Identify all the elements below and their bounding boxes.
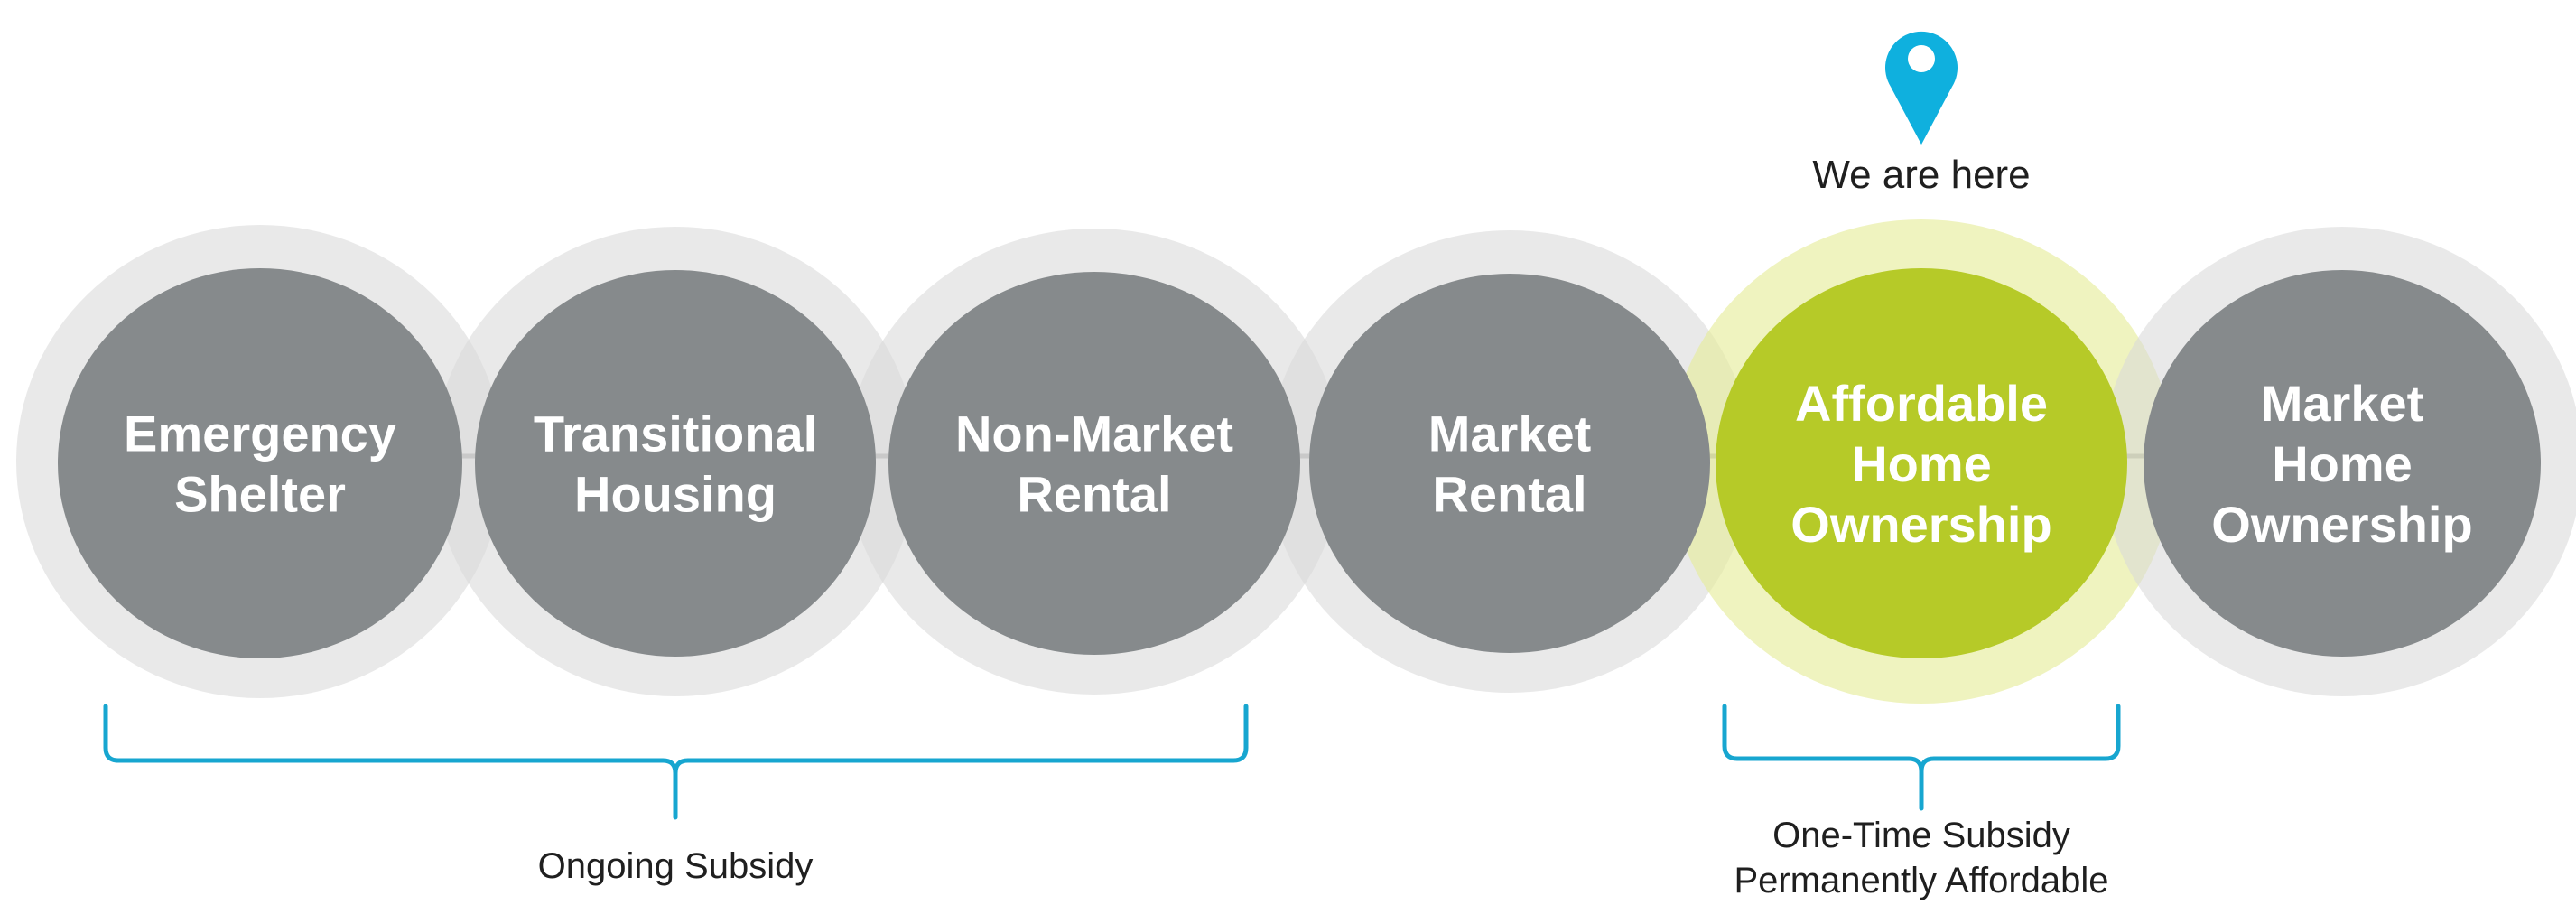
stage-circle-affordable-home-ownership <box>1716 268 2127 658</box>
bracket-label-line: Permanently Affordable <box>1734 861 2108 900</box>
stage-label-line: Transitional <box>534 406 817 462</box>
stage-label-line: Market <box>1428 406 1592 462</box>
stage-circle-market-rental <box>1309 274 1710 653</box>
bracket-label-line: One-Time Subsidy <box>1772 816 2070 855</box>
stage-label-line: Affordable <box>1795 375 2048 432</box>
pin-hole <box>1908 45 1935 72</box>
stage-label-line: Shelter <box>174 466 346 523</box>
bracket-label-ongoing: Ongoing Subsidy <box>538 846 814 886</box>
stage-label-line: Ownership <box>2211 496 2472 553</box>
location-pin-icon <box>1885 31 1958 145</box>
bracket-one-time <box>1722 704 2121 811</box>
bracket-ongoing <box>103 704 1249 820</box>
we-are-here-label: We are here <box>1812 153 2030 197</box>
stage-circle-transitional-housing <box>475 270 876 657</box>
pin-body <box>1885 31 1958 145</box>
stage-label-line: Market <box>2261 375 2424 432</box>
stage-label-line: Non-Market <box>955 406 1233 462</box>
stage-label-line: Home <box>1851 435 1992 492</box>
stage-circles <box>58 268 2541 658</box>
bracket-label-line: Ongoing Subsidy <box>538 846 814 886</box>
stage-circle-market-home-ownership <box>2144 270 2541 657</box>
stage-label-line: Rental <box>1017 466 1171 523</box>
stage-label-line: Housing <box>574 466 777 523</box>
stage-circle-emergency-shelter <box>58 268 462 658</box>
we-are-here-marker: We are here <box>1812 31 2031 197</box>
stage-circle-non-market-rental <box>888 272 1300 655</box>
stage-label-line: Home <box>2272 435 2413 492</box>
stage-label-line: Rental <box>1432 466 1586 523</box>
stage-label-line: Ownership <box>1790 496 2051 553</box>
stage-label-line: Emergency <box>124 406 396 462</box>
